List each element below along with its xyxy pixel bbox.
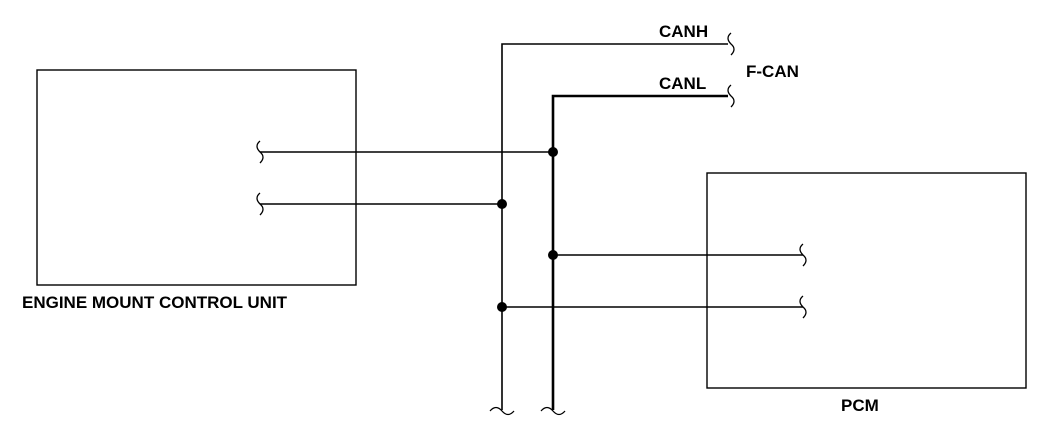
connector-break-symbol	[489, 406, 515, 416]
junction-node	[497, 302, 507, 312]
connector-break-symbol	[540, 406, 566, 416]
engine-mount-control-unit-label: ENGINE MOUNT CONTROL UNIT	[22, 293, 288, 312]
junction-node	[497, 199, 507, 209]
f-can-label: F-CAN	[746, 62, 799, 81]
connector-break-symbol	[256, 140, 264, 164]
connector-break-symbol	[727, 32, 735, 56]
canl-bus-wire	[551, 94, 728, 410]
connector-break-symbol	[256, 192, 264, 216]
connector-break-symbol	[799, 295, 807, 319]
engine-mount-control-unit-box	[36, 69, 357, 286]
pcm-box	[706, 172, 1027, 389]
junction-node	[548, 147, 558, 157]
connector-break-symbol	[727, 84, 735, 108]
pcm-label: PCM	[841, 396, 879, 415]
canl-label: CANL	[659, 74, 706, 93]
junction-node	[548, 250, 558, 260]
canh-bus-wire	[501, 43, 728, 410]
canh-label: CANH	[659, 22, 708, 41]
connector-break-symbol	[799, 243, 807, 267]
